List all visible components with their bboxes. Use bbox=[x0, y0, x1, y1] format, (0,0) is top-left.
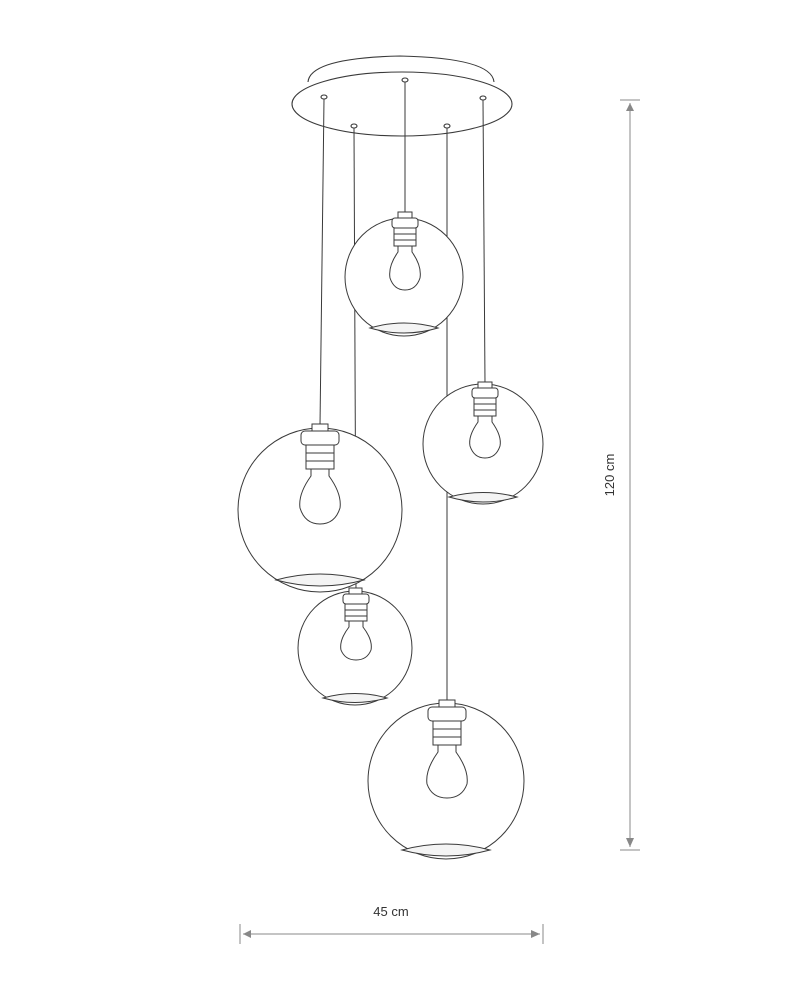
ceiling-canopy bbox=[291, 55, 513, 137]
height-dimension: 120 cm bbox=[602, 99, 640, 851]
width-label: 45 cm bbox=[373, 904, 408, 919]
pendant-globe-4 bbox=[297, 587, 413, 706]
pendant-globe-5 bbox=[367, 699, 525, 860]
pendant-globe-2 bbox=[422, 381, 544, 505]
pendant-globe-1 bbox=[344, 211, 464, 337]
pendant-globe-3 bbox=[237, 423, 403, 593]
cable-2 bbox=[319, 98, 325, 427]
height-label: 120 cm bbox=[602, 454, 617, 497]
cable-3 bbox=[482, 99, 486, 385]
width-dimension: 45 cm bbox=[239, 904, 544, 944]
